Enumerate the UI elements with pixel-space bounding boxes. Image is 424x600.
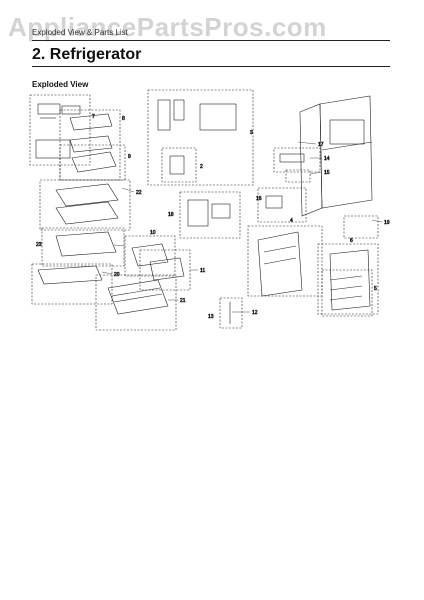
section-heading: 2. Refrigerator [32,46,141,64]
watermark-text: AppliancePartsPros.com [8,12,327,42]
part-group-19 [343,215,379,239]
part-group-15 [285,169,311,183]
callout-4: 4 [290,218,293,224]
callout-3: 3 [250,130,253,136]
section-number: 2. [32,46,46,63]
callout-9: 9 [128,154,131,160]
callout-5: 5 [374,286,377,292]
callout-12: 12 [252,310,258,316]
part-group-16 [257,187,307,223]
callout-7: 7 [92,114,95,120]
part-group-23 [41,227,125,267]
callout-17: 17 [318,142,324,148]
title-divider [32,66,390,67]
callout-15: 15 [324,170,330,176]
callout-20: 20 [114,272,120,278]
callout-22: 22 [136,190,142,196]
callout-18: 18 [168,212,174,218]
part-group-11 [139,249,191,291]
callout-13: 13 [208,314,214,320]
part-group-18 [179,191,241,239]
part-group-12 [219,297,243,329]
callout-19: 19 [384,220,390,226]
callout-8: 8 [122,116,125,122]
part-group-6 [317,243,379,315]
part-group-3 [147,89,254,186]
exploded-view-label: Exploded View [32,80,89,89]
part-group-14 [273,147,321,173]
breadcrumb: Exploded View & Parts List [32,28,128,37]
callout-2: 2 [200,164,203,170]
leader-lines [101,141,383,313]
callout-11: 11 [200,268,205,274]
part-group-5 [321,269,373,317]
callout-23: 23 [36,242,42,248]
part-group-22 [39,179,131,231]
part-group-10 [124,235,176,277]
header-divider [32,40,390,41]
callout-10: 10 [150,230,156,236]
cabinet [299,95,373,217]
callout-21: 21 [180,298,186,304]
callout-16: 16 [256,196,262,202]
part-group-21 [95,274,177,331]
callout-14: 14 [324,156,330,162]
part-group-2 [161,147,197,183]
part-group-crisper-left [59,144,126,181]
part-group-4 [247,225,323,297]
section-title: Refrigerator [49,46,142,63]
callout-6: 6 [350,238,353,244]
part-group-20 [31,263,113,305]
